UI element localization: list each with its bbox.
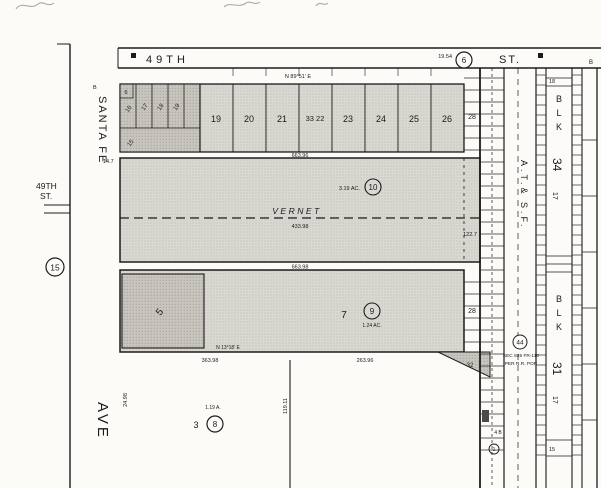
bearing-top: N 89°51' E (285, 74, 312, 80)
sec-note-line2: PER R.R. POR (505, 361, 538, 367)
street-b-mark-right: B (589, 60, 593, 66)
circled-number-10 (364, 178, 382, 196)
corner-lot-tiny: 6 (124, 90, 127, 96)
bottom-lot-number: 3 (193, 420, 198, 430)
street-square-marker-left (131, 53, 136, 58)
dimension-bottom-right: 263.96 (357, 358, 374, 364)
handwritten-margin-notes (15, 1, 329, 10)
block-31-acreage: 17 (551, 396, 558, 404)
bottom-lot-acreage: 1.19 A. (205, 405, 221, 411)
blk-upper-letter-b: B (556, 94, 562, 104)
49th-st-stub-label-line1: 49TH (36, 181, 57, 191)
street-square-marker-right (538, 53, 543, 58)
santa-fe-avenue (44, 43, 71, 488)
dimension-upper-top: 663.96 (292, 153, 309, 159)
block-34-acreage: 17 (551, 192, 558, 200)
strip-lot-28-lower: 28 (468, 308, 476, 315)
circled-number-8 (206, 415, 224, 433)
block-strip-tick-number-top: 18 (549, 79, 555, 85)
block-34-number: 34 (550, 158, 564, 172)
corner-lot-dividers (119, 83, 200, 129)
santa-fe-dimension: 14.7 (103, 159, 114, 165)
circled-number-1 (488, 443, 500, 455)
vernet-dimension: 433.98 (292, 224, 309, 230)
block-31-number: 31 (550, 362, 564, 376)
49th-street-suffix: ST. (499, 54, 521, 66)
corner-lot-number: 19 (173, 102, 182, 111)
49th-street-name: 49TH (146, 54, 189, 66)
lot-number: 24 (376, 114, 386, 124)
strip-lot-28-upper: 28 (468, 114, 476, 121)
blk-lower-letter-l: L (556, 308, 561, 318)
vernet-street-label: VERNET (272, 206, 321, 216)
lower-strip-ticks (464, 272, 480, 350)
lot-number: 20 (244, 114, 254, 124)
blk-lower-letter-b: B (556, 294, 562, 304)
street-tick-dimension: 19.54 (438, 54, 452, 60)
circled-number-44 (512, 334, 528, 350)
top-lot-dividers (232, 84, 432, 152)
lot-number: 19 (211, 114, 221, 124)
blk-upper-letter-l: L (556, 108, 561, 118)
corner-triangle-number: 32 (467, 363, 474, 369)
santa-fe-b-mark: B (93, 85, 97, 91)
railroad-west-ladder-ticks (480, 70, 504, 460)
circled-number-9-text: 9 (370, 307, 375, 316)
circled-number-6-text: 6 (462, 56, 467, 65)
circled-number-10-text: 10 (369, 183, 378, 192)
middle-parcel-acreage: 3.19 AC. (339, 186, 361, 192)
strip-note: 4 B (494, 430, 502, 436)
dimension-between-parcels: 663.98 (292, 265, 309, 271)
corner-lot-number: 16 (125, 104, 134, 113)
lot-boundary-ticks-below-street (232, 68, 432, 76)
railroad-label: A.T.& S.F. (519, 160, 529, 230)
bearing-bottom: N 13°18' E (216, 345, 240, 351)
lower-parcel-acreage: 1.24 AC. (362, 323, 381, 329)
upper-strip-ticks (464, 70, 480, 154)
santa-fe-street-label: SANTA FE (96, 96, 108, 164)
lower-parcel-number: 7 (341, 310, 347, 321)
dimension-bottom-left: 363.98 (202, 358, 219, 364)
circled-number-15 (45, 257, 65, 277)
block-strip-ticks (546, 77, 572, 457)
sec-note-line1: SEC 835 FR-110 (503, 353, 540, 359)
49th-street-band (117, 47, 601, 69)
circled-number-15-text: 15 (50, 263, 60, 273)
circled-number-6 (455, 51, 473, 69)
blk-upper-letter-k: K (556, 122, 562, 132)
lot-number: 25 (409, 114, 419, 124)
block-strip-tick-number-bottom: 15 (549, 447, 555, 453)
ink-mark (482, 410, 489, 422)
dimension-mid-vertical: 119.11 (283, 398, 289, 414)
ladder-ticks-east (572, 72, 582, 460)
corner-lot-number-low: 15 (127, 138, 136, 147)
circled-number-8-text: 8 (213, 420, 218, 429)
corner-lot-number: 17 (141, 102, 150, 111)
corner-lot-number: 18 (157, 102, 166, 111)
middle-parcel (119, 157, 481, 263)
avenue-label: AVE (94, 402, 111, 440)
circled-number-44-text: 44 (516, 340, 524, 347)
49th-st-stub-label-line2: ST. (40, 191, 52, 201)
lower-left-subparcel (121, 273, 205, 349)
ladder-ticks-mid (536, 72, 546, 460)
lot-number: 33 22 (306, 114, 325, 123)
dimension-right-mid: 122.7 (463, 232, 477, 238)
lot-number: 26 (442, 114, 452, 124)
blk-lower-letter-k: K (556, 322, 562, 332)
lot-number: 23 (343, 114, 353, 124)
dimension-left-vertical: 24.98 (123, 393, 129, 407)
circled-number-1-text: 1 (493, 447, 496, 453)
lower-left-lot-number: 5 (154, 306, 166, 318)
edge-strip-ticks (582, 96, 597, 466)
lot-number: 21 (277, 114, 287, 124)
circled-number-9 (363, 302, 381, 320)
